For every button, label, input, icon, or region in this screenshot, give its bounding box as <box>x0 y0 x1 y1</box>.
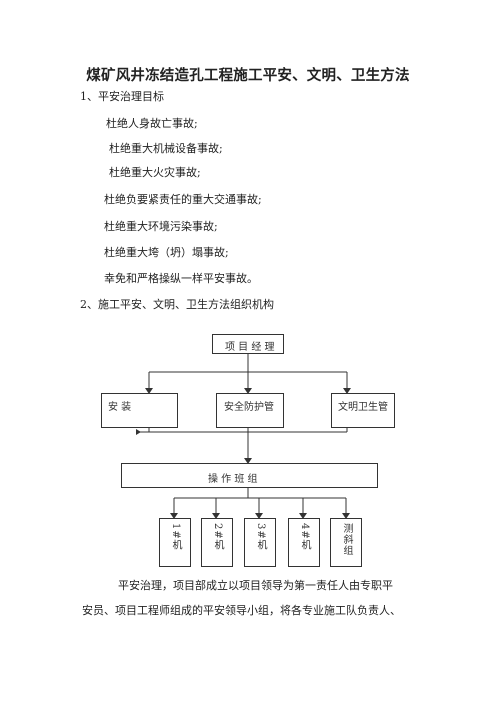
goal-item-5: 杜绝重大环境污染事故; <box>104 220 218 233</box>
goal-item-1: 杜绝人身故亡事故; <box>106 117 198 130</box>
org-node-label: 项 目 经 理 <box>225 342 275 353</box>
goal-item-2: 杜绝重大机械设备事故; <box>109 142 223 155</box>
section-heading-2: 2、施工平安、文明、卫生方法组织机构 <box>80 298 274 311</box>
document-title: 煤矿风井冻结造孔工程施工平安、文明、卫生方法 <box>86 68 410 84</box>
org-node-machine-1: 1#机 <box>159 518 191 567</box>
org-node-label: 3#机 <box>255 523 266 551</box>
org-node-installation: 安 装 <box>101 393 178 428</box>
org-node-label: 文明卫生管 <box>338 402 388 413</box>
paragraph-line-1: 平安治理，项目部成立以项目领导为第一责任人由专职平 <box>118 579 393 592</box>
org-node-machine-4: 4#机 <box>288 518 320 567</box>
org-node-label: 4#机 <box>299 523 310 551</box>
org-node-machine-3: 3#机 <box>244 518 276 567</box>
section-heading-1: 1、平安治理目标 <box>80 90 164 103</box>
org-node-civilization-hygiene: 文明卫生管 <box>331 393 395 428</box>
paragraph-line-2: 安员、项目工程师组成的平安领导小组，将各专业施工队负责人、 <box>82 604 401 617</box>
goal-item-4: 杜绝负要紧责任的重大交通事故; <box>104 193 262 206</box>
org-node-project-manager: 项 目 经 理 <box>212 334 284 354</box>
org-node-label: 操 作 班 组 <box>208 474 258 485</box>
goal-item-3: 杜绝重大火灾事故; <box>109 166 201 179</box>
org-node-safety: 安全防护管 <box>216 393 284 428</box>
org-node-operation-team: 操 作 班 组 <box>121 463 378 488</box>
org-node-label: 1#机 <box>170 523 181 551</box>
goal-item-7: 幸免和严格操纵一样平安事故。 <box>104 272 258 285</box>
org-node-label: 测斜组 <box>341 523 352 556</box>
org-node-label: 安全防护管 <box>224 402 274 413</box>
org-node-label: 安 装 <box>108 402 132 413</box>
org-node-machine-2: 2#机 <box>201 518 233 567</box>
org-node-inclinometer-group: 测斜组 <box>330 518 362 567</box>
goal-item-6: 杜绝重大垮（坍）塌事故; <box>104 246 229 259</box>
org-node-label: 2#机 <box>212 523 223 551</box>
